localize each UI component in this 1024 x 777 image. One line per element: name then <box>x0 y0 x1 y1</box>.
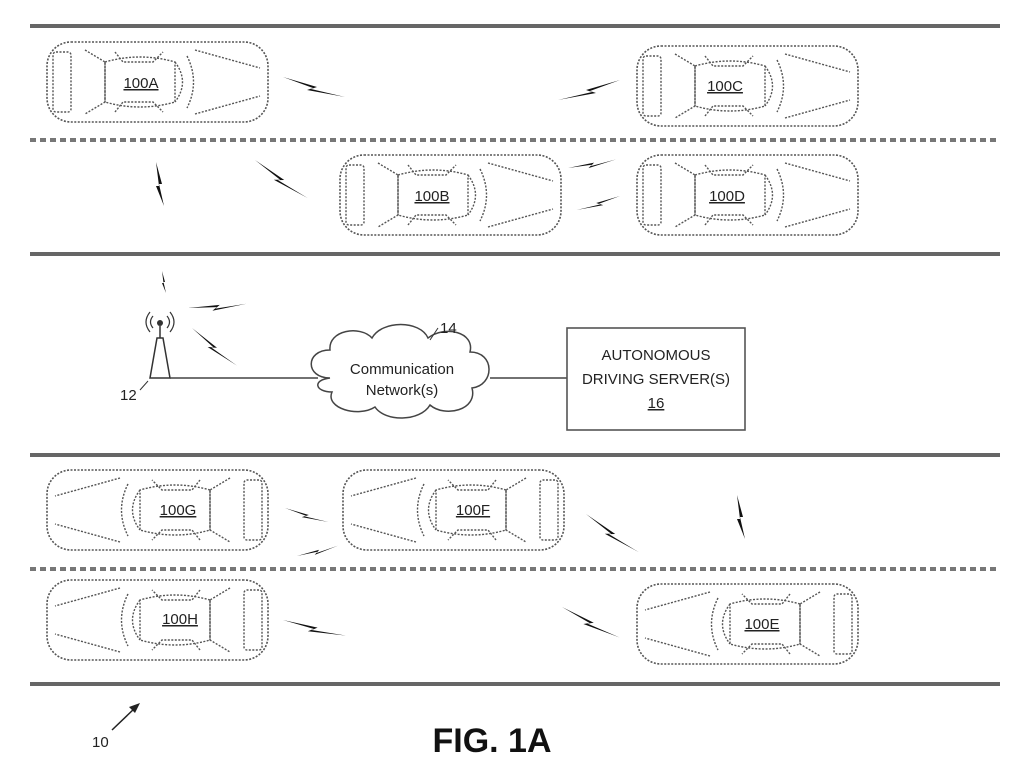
signal-bolt-icon <box>248 160 314 199</box>
vehicle-label-100D: 100D <box>709 188 745 205</box>
network-label-line2: Network(s) <box>366 382 439 399</box>
vehicle-100E: 100E <box>637 584 858 664</box>
server-label-line2: DRIVING SERVER(S) <box>582 371 730 388</box>
vehicle-100F: 100F <box>343 470 564 550</box>
signal-bolt-icon <box>283 77 345 97</box>
signal-bolt-icon <box>558 80 620 100</box>
base-station-tower-icon <box>139 311 175 391</box>
communication-network-cloud <box>310 323 490 419</box>
vehicle-100G: 100G <box>47 470 268 550</box>
signal-bolt-icon <box>156 162 164 206</box>
signal-bolt-icon <box>185 328 244 366</box>
signal-bolt-icon <box>297 534 339 568</box>
signal-bolt-icon <box>162 271 166 293</box>
vehicle-label-100G: 100G <box>160 502 197 519</box>
vehicle-label-100A: 100A <box>123 75 158 92</box>
vehicle-label-100E: 100E <box>744 616 779 633</box>
vehicle-100H: 100H <box>47 580 268 660</box>
signal-bolt-icon <box>285 508 329 522</box>
network-reference-numeral: 14 <box>440 320 457 337</box>
autonomous-driving-server-box <box>566 327 746 431</box>
vehicle-label-100C: 100C <box>707 78 743 95</box>
signal-bolt-icon <box>576 196 620 210</box>
signal-bolt-icon <box>283 615 347 640</box>
signal-bolt-icon <box>188 287 247 325</box>
vehicle-100D: 100D <box>636 154 859 236</box>
vehicle-label-100F: 100F <box>456 502 490 519</box>
figure-reference-numeral: 10 <box>92 734 109 751</box>
signal-bolt-icon <box>568 146 617 182</box>
network-label-line1: Communication <box>350 361 454 378</box>
signal-bolt-icon <box>579 514 645 553</box>
vehicle-100A: 100A <box>46 41 269 123</box>
signal-bolt-icon <box>737 495 745 539</box>
server-reference-numeral: 16 <box>648 395 665 412</box>
vehicle-label-100H: 100H <box>162 611 198 628</box>
vehicle-100C: 100C <box>636 45 859 127</box>
base-station-reference-numeral: 12 <box>120 387 137 404</box>
reference-arrow-icon <box>111 703 140 731</box>
signal-bolt-icon <box>558 607 624 638</box>
figure-title: FIG. 1A <box>432 722 551 760</box>
server-label-line1: AUTONOMOUS <box>602 347 711 364</box>
vehicle-label-100B: 100B <box>414 188 449 205</box>
vehicle-100B: 100B <box>339 154 562 236</box>
